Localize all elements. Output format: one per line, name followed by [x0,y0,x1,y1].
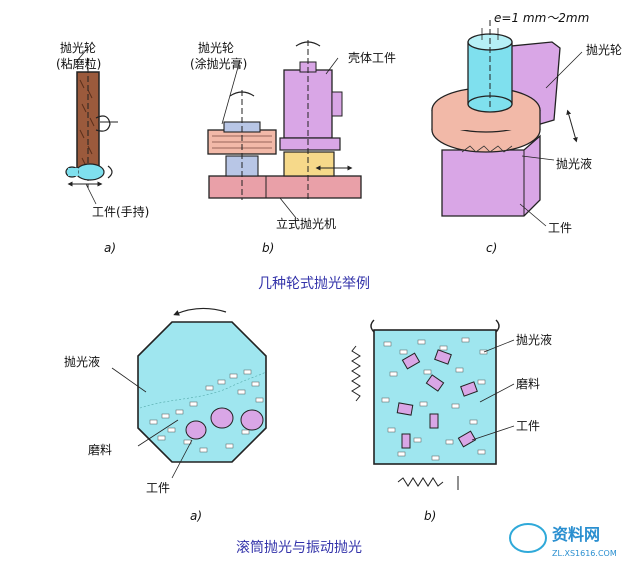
table-block-b [283,151,335,177]
label-wheel-a-1: 抛光轮 [60,40,96,55]
liquid-spray-c [461,145,513,153]
barrel-drum [137,321,267,463]
sublabel-bottom-b: b) [424,509,436,523]
label-wheel-b-1: 抛光轮 [198,40,234,55]
fixture-b [279,137,341,151]
top-caption: 几种轮式抛光举例 [258,276,370,292]
top-panel-c: e=1 mm～2mm 抛光轮 抛光液 工件 c) [431,11,622,255]
rotation-arrow-barrel-icon [173,307,227,316]
rotation-arrow-b2-icon [295,41,321,47]
liquid-surface-a [139,371,267,409]
label-wheel-b-2: (涂抛光膏) [190,56,247,71]
vibration-tank [373,329,497,465]
sublabel-top-b: b) [262,241,274,255]
sublabel-bottom-a: a) [190,509,202,523]
feed-arrow-c-icon [566,109,578,143]
top-panel-b: 抛光轮 (涂抛光膏) 壳体工件 立式抛光机 b) [190,40,396,255]
sublabel-top-c: c) [486,241,497,255]
vibration-wave-horizontal-icon [397,477,444,487]
label-abrasive-a: 磨料 [88,443,112,457]
workpiece-a [75,163,105,181]
workpieces-a [185,407,264,440]
machine-base [208,175,362,199]
label-machine-b: 立式抛光机 [276,216,336,231]
watermark-logo: 资料网 ZL.XS1616.COM [509,523,617,558]
label-wheel-c: 抛光轮 [586,42,622,57]
label-wheel-a-2: (粘磨粒) [56,56,101,71]
bottom-panel-a: 抛光液 磨料 工件 a) [64,307,267,523]
abrasive-grains-b [381,337,488,461]
label-workpiece-b: 壳体工件 [348,51,396,65]
workpieces-b [396,349,478,449]
label-formula-c: e=1 mm～2mm [494,11,589,25]
label-liquid-c: 抛光液 [556,156,592,171]
label-liquid-b: 抛光液 [516,332,552,347]
rotation-arrow-b1-icon [229,91,255,97]
tank-lip-right [495,319,500,333]
bottom-caption: 滚筒抛光与振动抛光 [236,539,362,556]
watermark-emblem-icon [509,523,547,553]
label-workpiece-a: 工件(手持) [92,204,149,219]
watermark-brand: 资料网 [552,525,600,544]
bottom-panel-b: 抛光液 磨料 工件 b) [351,319,552,523]
top-panel-a: 抛光轮 (粘磨粒) 工件(手持) a) [56,40,149,255]
label-workpiece-bottom-b: 工件 [516,419,540,433]
watermark-url: ZL.XS1616.COM [552,549,617,558]
vibration-wave-vertical-icon [351,345,361,402]
sublabel-top-a: a) [104,241,116,255]
rotation-arrow-small-icon [107,165,113,179]
rotation-arrow-icon [95,115,111,132]
label-workpiece-bottom-a: 工件 [146,481,170,495]
label-liquid-a: 抛光液 [64,354,100,369]
label-abrasive-b: 磨料 [516,377,540,391]
label-workpiece-c: 工件 [548,221,572,235]
tank-lip-left [370,319,375,333]
